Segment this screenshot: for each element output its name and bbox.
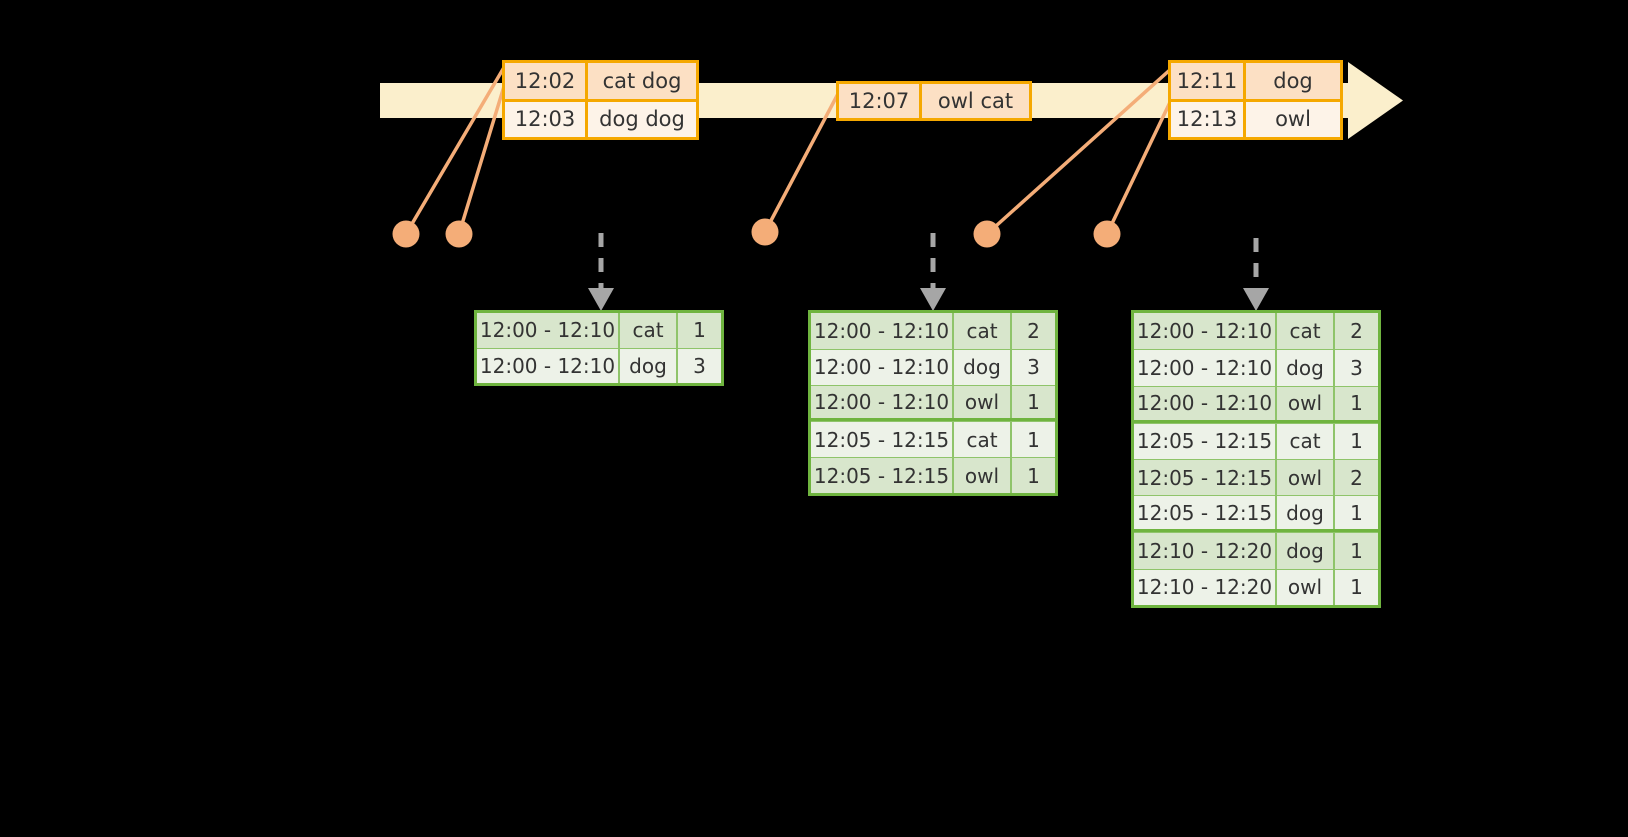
event-words: owl cat: [937, 89, 1014, 113]
cell-count: 1: [1027, 427, 1040, 452]
event-box-1[interactable]: 12:02 cat dog 12:03 dog dog: [502, 60, 699, 140]
cell-window: 12:00 - 12:10: [1134, 386, 1277, 420]
cell-count: 1: [1350, 575, 1363, 600]
trigger-dot: [445, 220, 473, 248]
event-row: 12:07 owl cat: [839, 84, 1029, 118]
cell-word: owl: [1277, 459, 1335, 496]
cell-count: 3: [693, 353, 706, 378]
cell-count: 2: [1027, 318, 1040, 343]
cell-word: cat: [954, 313, 1012, 349]
cell-count: 1: [1027, 463, 1040, 488]
event-row: 12:13 owl: [1171, 98, 1340, 137]
trigger-dot: [973, 220, 1001, 248]
trigger-dots: [392, 218, 1121, 248]
cell-window: 12:00 - 12:10: [811, 385, 954, 419]
trigger-dot: [1093, 220, 1121, 248]
event-words: dog dog: [599, 107, 685, 132]
cell-window: 12:00 - 12:10: [477, 348, 620, 383]
cell-word: owl: [954, 385, 1012, 419]
event-time: 12:02: [505, 63, 588, 99]
emit-arrowheads: [588, 288, 1269, 311]
trigger-dot: [392, 220, 420, 248]
event-time: 12:11: [1171, 63, 1246, 99]
cell-word: owl: [954, 458, 1012, 493]
event-box-3[interactable]: 12:11 dog 12:13 owl: [1168, 60, 1343, 140]
cell-count: 2: [1350, 465, 1363, 490]
cell-window: 12:00 - 12:10: [811, 349, 954, 385]
cell-word: cat: [1277, 423, 1335, 459]
cell-window: 12:05 - 12:15: [1134, 423, 1277, 459]
cell-word: dog: [954, 349, 1012, 385]
cell-count: 2: [1350, 319, 1363, 344]
event-words: owl: [1275, 107, 1311, 132]
event-time: 12:03: [505, 101, 588, 137]
cell-word: owl: [1277, 569, 1335, 605]
cell-word: dog: [1277, 533, 1335, 569]
cell-window: 12:05 - 12:15: [1134, 496, 1277, 530]
cell-count: 1: [1350, 429, 1363, 454]
cell-window: 12:10 - 12:20: [1134, 533, 1277, 569]
cell-count: 3: [1027, 355, 1040, 380]
trigger-dot: [751, 218, 779, 246]
event-words: cat dog: [602, 68, 682, 93]
cell-count: 3: [1350, 356, 1363, 381]
event-row: 12:11 dog: [1171, 63, 1340, 99]
event-words: dog: [1273, 68, 1313, 93]
cell-window: 12:00 - 12:10: [1134, 350, 1277, 386]
cell-word: dog: [1277, 350, 1335, 386]
event-box-2[interactable]: 12:07 owl cat: [836, 81, 1032, 121]
event-row: 12:03 dog dog: [505, 98, 696, 137]
cell-window: 12:00 - 12:10: [1134, 313, 1277, 350]
cell-window: 12:00 - 12:10: [477, 313, 620, 348]
cell-count: 1: [1350, 500, 1363, 525]
event-time: 12:07: [839, 84, 922, 118]
cell-word: owl: [1277, 386, 1335, 420]
cell-word: dog: [620, 348, 678, 383]
cell-count: 1: [1027, 389, 1040, 414]
cell-count: 1: [1350, 538, 1363, 563]
cell-word: dog: [1277, 496, 1335, 530]
cell-word: cat: [620, 313, 678, 348]
cell-window: 12:05 - 12:15: [811, 422, 954, 458]
cell-word: cat: [954, 422, 1012, 458]
event-row: 12:02 cat dog: [505, 63, 696, 99]
cell-window: 12:00 - 12:10: [811, 313, 954, 349]
cell-count: 1: [693, 318, 706, 343]
cell-window: 12:05 - 12:15: [1134, 459, 1277, 496]
emit-arrows: [598, 233, 1259, 288]
event-time: 12:13: [1171, 101, 1246, 137]
cell-count: 1: [1350, 391, 1363, 416]
cell-word: cat: [1277, 313, 1335, 350]
cell-window: 12:10 - 12:20: [1134, 569, 1277, 605]
cell-window: 12:05 - 12:15: [811, 458, 954, 493]
